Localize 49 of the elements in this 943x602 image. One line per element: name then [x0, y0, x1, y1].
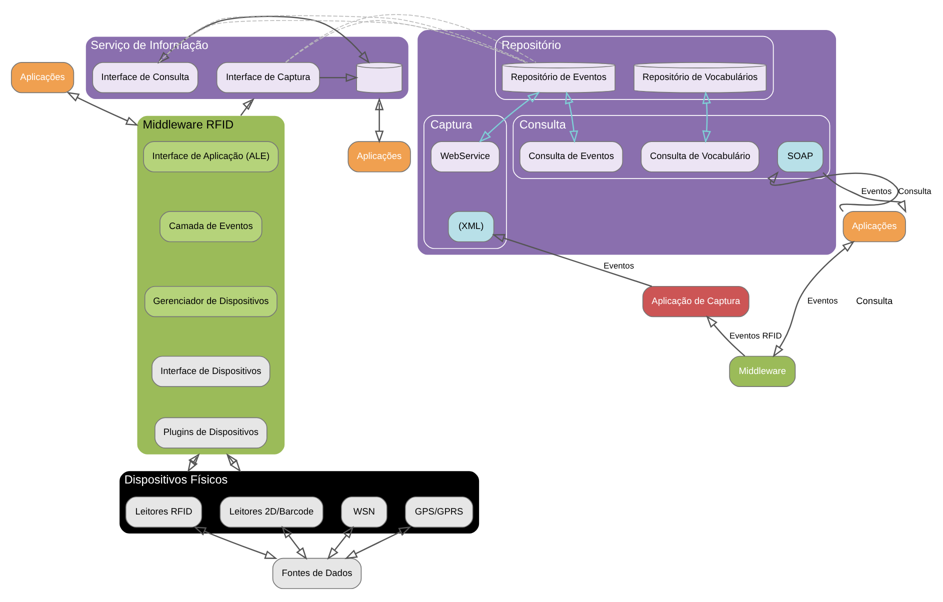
arrow: [281, 525, 308, 560]
node-box: Aplicação de Captura: [642, 285, 750, 317]
arrow: [327, 525, 354, 560]
node-box: WSN: [341, 496, 388, 528]
arrow: [706, 314, 746, 356]
arrow: [478, 91, 540, 142]
arrow: [187, 452, 200, 472]
node-box: Gerenciador de Dispositivos: [144, 285, 278, 317]
arrow: [374, 97, 384, 143]
node-box: SOAP: [777, 140, 824, 172]
node-box: GPS/GPRS: [404, 496, 474, 528]
node-box: Leitores 2D/Barcode: [220, 496, 324, 528]
node-box: Consulta de Vocabulário: [640, 140, 760, 172]
node-box: Plugins de Dispositivos: [154, 416, 268, 448]
node-box: Aplicações: [842, 210, 906, 242]
connector: [158, 14, 528, 62]
node-box: Interface de Captura: [216, 62, 320, 93]
arrow: [772, 240, 855, 358]
edge-label: Eventos: [861, 185, 892, 196]
arrow: [240, 98, 255, 116]
connector: [285, 14, 536, 62]
arrow: [492, 233, 652, 286]
node-box: (XML): [448, 210, 494, 242]
arrow: [767, 170, 899, 212]
node-box: Interface de Dispositivos: [152, 355, 270, 386]
node-box: Consulta de Eventos: [520, 140, 624, 172]
arrow: [702, 90, 712, 143]
arrow: [344, 526, 412, 559]
arrow: [822, 172, 906, 213]
node-box: Fontes de Dados: [272, 557, 362, 589]
arrow: [157, 15, 370, 64]
arrow: [320, 72, 358, 82]
edge-label: Consulta: [898, 185, 932, 196]
edge-label: Eventos RFID: [729, 330, 782, 340]
node-box: Interface de Consulta: [92, 62, 198, 93]
arrow: [193, 526, 278, 558]
edge-label: Eventos: [807, 295, 838, 306]
node-box: Leitores RFID: [125, 496, 202, 528]
edge-label: Eventos: [604, 260, 634, 270]
node-box: Aplicações: [10, 62, 74, 93]
node-box: Camada de Eventos: [160, 210, 262, 242]
node-box: Middleware: [729, 355, 796, 386]
arrow: [564, 90, 578, 143]
label: Consulta: [856, 295, 893, 306]
node-box: WebService: [430, 140, 500, 172]
arrow: [66, 91, 139, 126]
node-box: Aplicações: [348, 140, 411, 172]
cluster: [416, 28, 837, 256]
node-box: Interface de Aplicação (ALE): [143, 140, 279, 172]
